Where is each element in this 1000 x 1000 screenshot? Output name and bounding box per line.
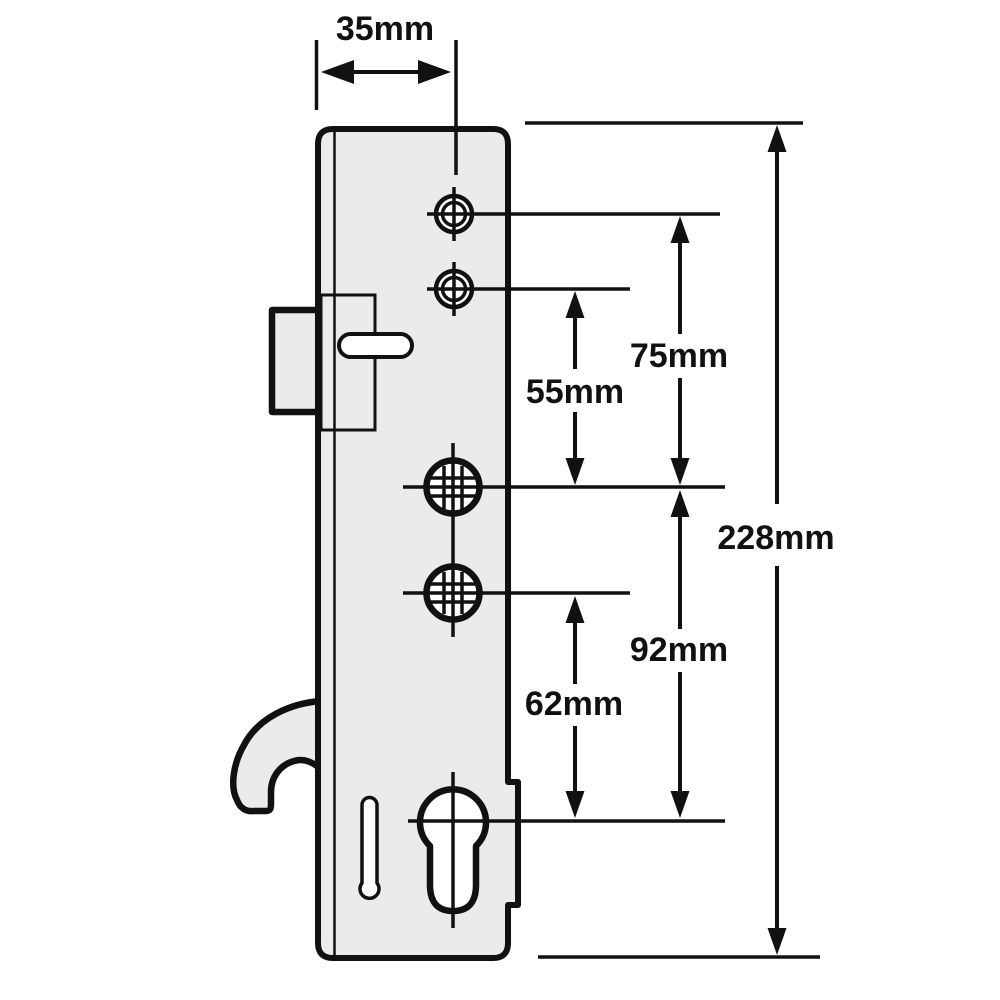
dim-55mm: 55mm <box>526 291 624 485</box>
dimension-label-overall: 228mm <box>717 519 834 557</box>
dimension-label-62: 62mm <box>525 685 623 723</box>
dim-overall-height: 228mm <box>717 125 835 955</box>
dim-92mm: 92mm <box>630 490 728 818</box>
keyway-slot <box>358 795 381 900</box>
latch-housing <box>319 293 377 432</box>
dimension-label-55: 55mm <box>526 373 624 411</box>
dimension-label-75: 75mm <box>630 337 728 375</box>
hook-bolt <box>229 697 326 815</box>
dim-75mm: 75mm <box>630 216 728 485</box>
dim-faceplate-width: 35mm <box>314 10 458 175</box>
faceplate <box>315 126 521 961</box>
dimension-label-92: 92mm <box>630 631 728 669</box>
handle-slot <box>337 332 414 359</box>
dimension-label-width: 35mm <box>336 10 434 48</box>
dim-62mm: 62mm <box>525 596 623 818</box>
latch-bolt <box>268 306 325 416</box>
